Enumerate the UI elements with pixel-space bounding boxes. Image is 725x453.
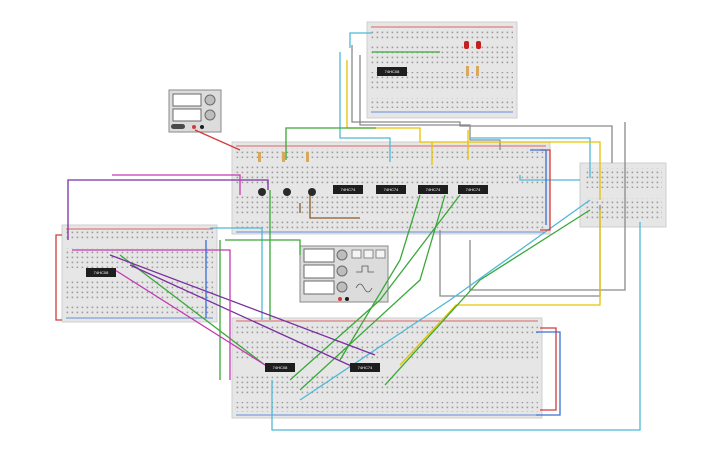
ic-chip-label: 74HC74 (341, 187, 356, 192)
current-knob-icon[interactable] (204, 109, 216, 121)
wire-blue (530, 149, 547, 225)
voltage-knob-icon[interactable] (204, 94, 216, 106)
wire-cyan (271, 222, 641, 431)
wire-brown (309, 192, 360, 219)
triangle-button[interactable] (375, 249, 386, 259)
breadboard-right[interactable] (579, 162, 667, 228)
wire-green (384, 209, 591, 386)
resistors[interactable] (258, 66, 479, 162)
wire-gray (469, 122, 626, 291)
wire-cyan (210, 227, 263, 320)
wire-green (289, 194, 461, 381)
wires[interactable] (55, 32, 641, 431)
wire-red (194, 129, 241, 151)
ic-chip-label: 74HC74 (384, 187, 399, 192)
wire-cyan (349, 32, 372, 48)
ic-chips: 74HC08 74HC74 74HC74 74HC74 74HC74 74HC08 74HC… (86, 67, 488, 372)
wire-yellow (399, 210, 601, 366)
wave-buttons (351, 249, 386, 259)
ic-chip[interactable]: 74HC74 (376, 185, 406, 194)
ic-chip-label: 74HC74 (426, 187, 441, 192)
wire-green (225, 239, 301, 255)
square-wave-icon (356, 265, 374, 273)
function-generator[interactable] (299, 245, 389, 303)
ic-chip[interactable]: 74HC74 (458, 185, 488, 194)
wire-magenta (112, 174, 241, 195)
ic-chip-label: 74HC08 (273, 365, 288, 370)
wire-gray (351, 45, 613, 163)
ic-chip[interactable]: 74HC74 (418, 185, 448, 194)
wire-green (285, 127, 376, 160)
wire-cyan (339, 52, 391, 162)
breadboard-bottom[interactable] (231, 317, 543, 419)
wire-green (339, 194, 421, 361)
wire-yellow (346, 60, 601, 200)
power-supply[interactable] (168, 89, 222, 133)
ic-chip[interactable]: 74HC08 (265, 363, 295, 372)
sine-button[interactable] (351, 249, 362, 259)
wire-red (55, 234, 62, 321)
ic-chip[interactable]: 74HC74 (350, 363, 380, 372)
ic-chip[interactable]: 74HC74 (333, 185, 363, 194)
breadboard-left[interactable] (61, 224, 218, 323)
ic-chip[interactable]: 74HC08 (377, 67, 407, 76)
ic-chip[interactable]: 74HC08 (86, 268, 116, 277)
wire-purple (67, 179, 269, 240)
wire-purple (129, 264, 361, 371)
ic-chip-label: 74HC08 (385, 69, 400, 74)
square-button[interactable] (363, 249, 374, 259)
wire-magenta (72, 249, 231, 380)
leds[interactable] (464, 41, 481, 49)
wire-magenta (114, 269, 266, 366)
ic-chip-label: 74HC74 (466, 187, 481, 192)
ic-chip-label: 74HC08 (94, 270, 109, 275)
wire-red (540, 327, 557, 411)
wire-green (299, 194, 446, 391)
wire-cyan (519, 175, 580, 181)
push-buttons[interactable] (258, 188, 316, 196)
ic-chip-label: 74HC74 (358, 365, 373, 370)
wire-green (119, 254, 266, 366)
wire-cyan (470, 137, 591, 178)
wire-purple (109, 254, 376, 356)
sine-wave-icon (355, 283, 373, 293)
wire-blue (536, 331, 561, 416)
